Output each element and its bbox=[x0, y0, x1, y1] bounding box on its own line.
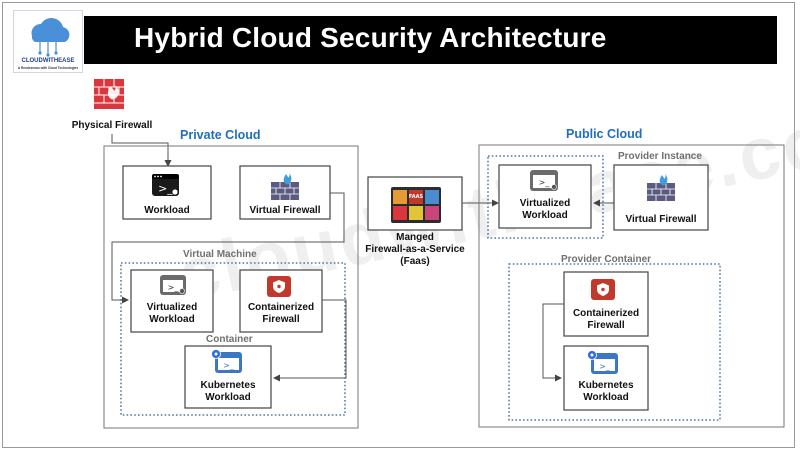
label-line: Virtualized bbox=[146, 302, 198, 313]
physical-firewall-icon bbox=[94, 79, 124, 109]
private-virtual-firewall-label: Virtual Firewall bbox=[249, 205, 321, 216]
public-containerized-firewall-label: Containerized Firewall bbox=[564, 308, 648, 332]
public-cloud-title: Public Cloud bbox=[566, 127, 643, 141]
label-line: Workload bbox=[522, 210, 568, 221]
provider-container-frame bbox=[508, 263, 721, 421]
label-line: Workload bbox=[149, 314, 195, 325]
faas-icon-text: FAAS bbox=[409, 194, 424, 200]
label-line: Workload bbox=[205, 392, 251, 403]
label-line: Firewall bbox=[262, 314, 300, 325]
logo-name: CLOUDWITHEASE bbox=[21, 58, 75, 64]
label-line: Firewall-as-a-Service bbox=[365, 244, 465, 255]
private-cloud-title: Private Cloud bbox=[180, 128, 261, 142]
svg-text:>_: >_ bbox=[158, 182, 173, 195]
public-workload-dotted-frame bbox=[487, 155, 604, 239]
private-containerized-firewall-label: Containerized Firewall bbox=[240, 302, 322, 326]
private-kubernetes-workload-label: Kubernetes Workload bbox=[185, 380, 271, 404]
logo-cloud-icon bbox=[31, 18, 70, 57]
svg-text:>_: >_ bbox=[168, 283, 180, 292]
private-virtual-firewall-icon bbox=[271, 173, 299, 200]
private-containerized-firewall-icon bbox=[267, 276, 291, 297]
svg-text:>_: >_ bbox=[223, 361, 235, 370]
private-kubernetes-workload-icon: >_ bbox=[211, 349, 242, 373]
label-line: Workload bbox=[583, 392, 629, 403]
public-virtualized-workload-icon: >_ bbox=[530, 170, 558, 191]
label-line: Firewall bbox=[587, 320, 625, 331]
private-virtualized-workload-icon: >_ bbox=[160, 275, 186, 295]
workload-icon: >_ bbox=[152, 174, 179, 196]
provider-instance-title: Provider Instance bbox=[618, 151, 702, 162]
connector-cfw-to-kube bbox=[273, 299, 347, 382]
private-cloud-container bbox=[103, 145, 359, 429]
label-line: Kubernetes bbox=[578, 380, 634, 391]
connector-public-cfw-to-kube bbox=[542, 303, 564, 382]
label-line: Kubernetes bbox=[200, 380, 256, 391]
public-containerized-firewall-icon bbox=[591, 279, 615, 300]
svg-text:>_: >_ bbox=[599, 362, 611, 371]
public-virtual-firewall-icon bbox=[647, 174, 675, 201]
connector-vfw-to-vworkload bbox=[111, 192, 345, 304]
virtual-machine-title: Virtual Machine bbox=[183, 249, 257, 260]
private-virtualized-workload-label: Virtualized Workload bbox=[131, 302, 213, 326]
title-bar bbox=[84, 16, 777, 64]
faas-icon: FAAS bbox=[391, 187, 441, 223]
public-cloud-container bbox=[478, 144, 785, 428]
physical-firewall-label: Physical Firewall bbox=[71, 120, 153, 131]
public-virtualized-workload-label: Virtualized Workload bbox=[499, 198, 591, 222]
public-kubernetes-workload-icon: >_ bbox=[587, 350, 618, 374]
label-line: Containerized bbox=[247, 302, 315, 313]
logo-tagline: A Rendezvous with Cloud Technologies bbox=[17, 66, 79, 70]
public-virtual-firewall-label: Virtual Firewall bbox=[625, 214, 697, 225]
page-title: Hybrid Cloud Security Architecture bbox=[134, 22, 607, 53]
label-line: Virtualized bbox=[519, 198, 571, 209]
label-line: Manged bbox=[396, 232, 434, 243]
faas-label: Manged Firewall-as-a-Service (Faas) bbox=[350, 232, 480, 268]
container-title: Container bbox=[206, 334, 253, 345]
svg-text:>_: >_ bbox=[539, 178, 551, 187]
workload-label: Workload bbox=[144, 205, 190, 216]
label-line: Containerized bbox=[572, 308, 640, 319]
connector-physical-to-workload bbox=[111, 134, 172, 167]
label-line: (Faas) bbox=[400, 256, 430, 267]
virtual-machine-container bbox=[120, 262, 346, 416]
provider-container-title: Provider Container bbox=[561, 254, 652, 265]
public-kubernetes-workload-label: Kubernetes Workload bbox=[564, 380, 648, 404]
